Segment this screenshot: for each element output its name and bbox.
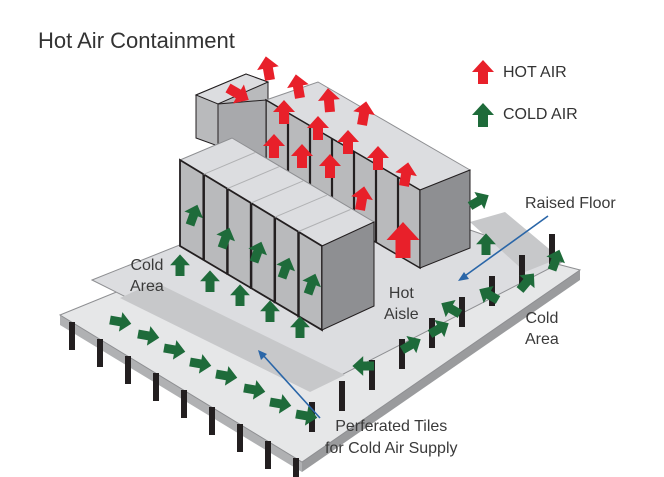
raised-floor-label: Raised Floor: [525, 195, 616, 212]
cold-air-legend-icon: [472, 103, 494, 127]
support-leg: [519, 255, 525, 285]
front-rack-end: [321, 221, 375, 331]
callouts: [258, 215, 549, 419]
cold-air-arrow-icon: [467, 192, 489, 210]
hot-air-legend-label: HOT AIR: [503, 64, 567, 81]
cold-area-left-label: Cold Area: [130, 255, 164, 297]
tile-strip-left: [120, 282, 345, 392]
cold-air-arrow-icon: [163, 340, 186, 360]
back-rack-end: [419, 169, 471, 269]
cold-air-arrow-icon: [215, 366, 238, 386]
cold-air-arrow-icon: [248, 241, 267, 264]
front-rack-top-grid: [203, 151, 351, 232]
cold-area-right-line-1: Cold: [525, 310, 559, 327]
support-leg: [97, 339, 103, 367]
cold-air-arrow-icon: [184, 204, 203, 227]
support-leg: [339, 381, 345, 411]
hot-air-legend-icon: [472, 60, 494, 84]
hot-air-arrow-icon: [386, 222, 420, 258]
support-leg: [237, 424, 243, 452]
hot-air-arrows: [225, 56, 420, 258]
perforated-tiles-line-2: for Cold Air Supply: [325, 440, 458, 457]
cold-air-arrow-icon: [295, 406, 318, 426]
support-leg: [459, 297, 465, 327]
hot-air-arrow-icon: [273, 100, 295, 124]
support-leg: [489, 276, 495, 306]
front-rack-row: [178, 137, 376, 332]
rack-top-grid-line: [203, 151, 256, 175]
cold-air-arrow-icon: [189, 354, 212, 374]
rack-top-grid-line: [298, 209, 351, 232]
support-leg: [265, 441, 271, 469]
cold-air-arrow-icon: [276, 257, 295, 280]
cold-air-arrow-icon: [516, 273, 535, 293]
hot-air-arrow-icon: [351, 186, 373, 211]
cold-air-arrow-icon: [302, 273, 321, 296]
support-leg: [153, 373, 159, 401]
hot-air-arrow-icon: [263, 134, 285, 158]
hot-air-arrow-icon: [395, 162, 417, 187]
perforated-tiles-line-1: Perferated Tiles: [335, 418, 448, 435]
support-leg: [399, 339, 405, 369]
legend: [472, 60, 494, 127]
platform-side-right: [302, 270, 580, 472]
cold-air-arrow-icon: [427, 320, 449, 338]
cold-air-legend-label: COLD AIR: [503, 106, 578, 123]
raised-floor-callout-line: [461, 215, 549, 279]
cold-air-arrows: [109, 192, 565, 426]
hot-air-arrow-icon: [337, 130, 359, 154]
cold-air-arrow-icon: [269, 394, 292, 414]
perforated-tiles-callout-line: [261, 353, 321, 419]
back-rack-row: [194, 73, 472, 270]
cold-area-left-line-1: Cold: [130, 257, 164, 274]
cold-air-arrow-icon: [479, 286, 501, 304]
rack-top-grid-line: [227, 166, 280, 190]
perforated-tiles-callout-head: [258, 350, 267, 360]
cold-air-arrow-icon: [109, 312, 132, 332]
hot-air-arrow-icon: [307, 116, 329, 140]
hot-air-arrow-icon: [353, 101, 375, 126]
cold-air-arrow-icon: [546, 249, 565, 272]
support-leg: [549, 234, 555, 264]
hot-aisle-line-1: Hot: [388, 285, 414, 302]
support-leg: [369, 360, 375, 390]
tile-strip-right: [470, 212, 560, 272]
cold-area-right-label: Cold Area: [525, 308, 559, 350]
hot-air-arrow-icon: [291, 144, 313, 168]
hot-air-arrow-icon: [287, 74, 309, 99]
rack-top-grid-line: [274, 194, 327, 218]
support-leg: [181, 390, 187, 418]
cold-air-arrow-icon: [399, 336, 421, 354]
hot-air-arrow-icon: [225, 83, 249, 104]
hot-air-arrow-icon: [367, 146, 389, 170]
support-leg: [69, 322, 75, 350]
support-leg: [293, 458, 299, 477]
cold-air-arrow-icon: [243, 380, 266, 400]
cold-air-arrow-icon: [441, 300, 463, 318]
hot-air-arrow-icon: [317, 88, 340, 113]
raised-floor-callout-head: [458, 272, 469, 281]
support-leg: [209, 407, 215, 435]
hot-aisle-line-2: Aisle: [384, 306, 419, 323]
diagram-title: Hot Air Containment: [38, 28, 235, 53]
hot-aisle-label: Hot Aisle: [384, 283, 419, 325]
perforated-tiles: [120, 212, 560, 392]
cold-area-right-line-2: Area: [525, 331, 559, 348]
perforated-tiles-label: Perferated Tiles for Cold Air Supply: [325, 416, 458, 460]
hot-air-arrow-icon: [319, 154, 341, 178]
rack-top-grid-line: [250, 180, 304, 204]
cold-air-arrow-icon: [216, 227, 235, 250]
support-leg: [125, 356, 131, 384]
cold-air-arrow-icon: [137, 326, 160, 346]
cold-area-left-line-2: Area: [130, 278, 164, 295]
hot-air-arrow-icon: [257, 56, 279, 81]
